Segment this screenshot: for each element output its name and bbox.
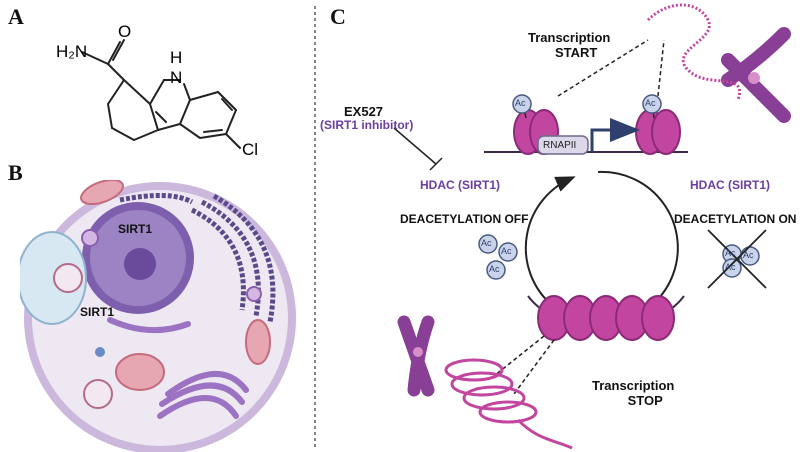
panel-label-c: C [330,4,346,29]
acetyl-label: Ac [501,246,512,256]
amide-group-label: H₂N [56,42,88,61]
amine-h-label: H [170,48,183,67]
mechanism-diagram [393,3,791,450]
cell-illustration [20,180,296,452]
panel-label-b: B [8,160,23,185]
transcription-stop-title: Transcription STOP [592,378,674,408]
acetyl-cluster-right [707,229,767,289]
panel-divider [314,6,316,448]
acetyl-group [512,94,532,114]
acetyl-label: Ac [645,98,656,108]
chlorine-label: Cl [242,140,259,159]
vacuole [20,231,87,325]
transcription-start-line1: Transcription [528,30,611,45]
dna-coil [444,358,573,450]
endoplasmic-reticulum [119,192,276,323]
rnapii-label: RNAPII [543,140,577,151]
transcription-arrow [590,118,640,152]
acetyl-label: Ac [481,238,492,248]
nitrogen-label: N [170,68,183,87]
chromosome-bottom [397,315,435,397]
inhibitor-description: (SIRT1 inhibitor) [320,118,414,132]
hdac-left-label: HDAC (SIRT1) [420,178,500,192]
deacetylation-on-label: DEACETYLATION ON [674,212,797,226]
rnapii-complex [537,135,589,155]
nucleus-sirt1-label: SIRT1 [118,222,153,236]
acetyl-cluster-left [478,234,518,280]
hdac-right-label: HDAC (SIRT1) [690,178,770,192]
oxygen-label: O [118,22,132,41]
acetyl-label: Ac [725,262,736,272]
nucleolus [124,248,156,280]
acetyl-label: Ac [743,250,754,260]
chromosome-top [721,27,791,123]
deacetylation-off-label: DEACETYLATION OFF [400,212,529,226]
transcription-stop-line2: STOP [627,393,663,408]
silent-chromatin [527,294,685,341]
cytoplasm-sirt1-label: SIRT1 [80,305,115,319]
acetyl-label: Ac [515,98,526,108]
transcription-start-title: Transcription START [528,30,610,60]
acetyl-group [642,94,662,114]
chemical-structure [81,39,241,149]
transcription-stop-line1: Transcription [592,378,675,393]
inhibition-line [393,127,437,165]
acetyl-label: Ac [725,248,736,258]
mitochondria [80,180,271,391]
inhibitor-name: EX527 [344,104,384,119]
lysosome [53,263,83,293]
centrosome [95,347,105,357]
acetyl-label: Ac [489,264,500,274]
transcription-start-line2: START [554,45,598,60]
panel-label-a: A [8,4,24,29]
golgi-apparatus [157,371,249,419]
active-chromatin [484,94,688,155]
